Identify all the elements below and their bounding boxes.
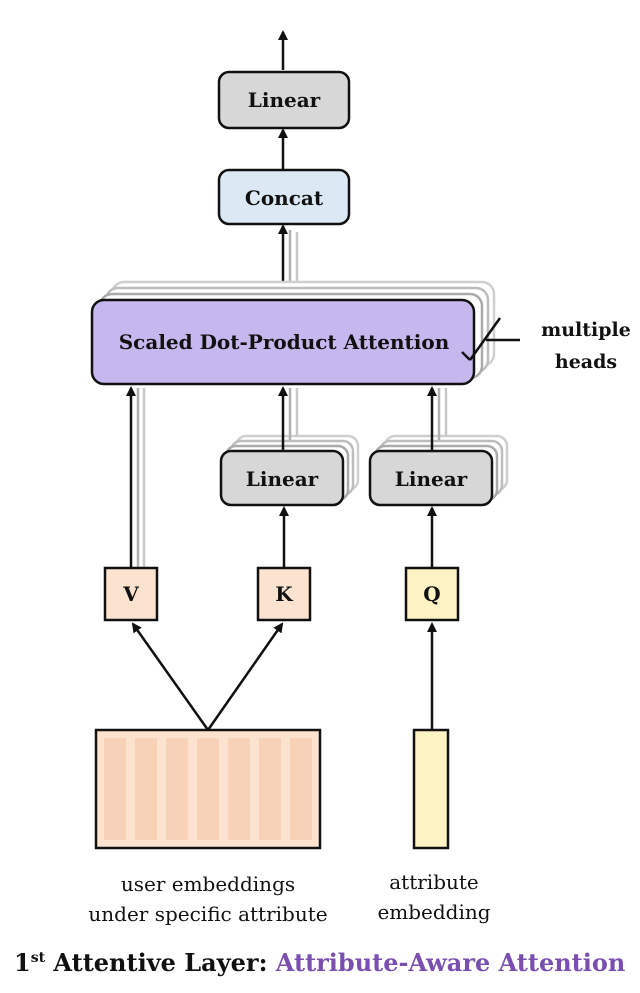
v-ghost-lines bbox=[136, 388, 146, 568]
linear-q-label: Linear bbox=[395, 467, 468, 491]
figure-caption: 1st Attentive Layer: Attribute-Aware Att… bbox=[14, 948, 634, 977]
attribute-embedding-caption-line1: attribute bbox=[389, 870, 479, 894]
caption-ordinal-suffix: st bbox=[30, 950, 46, 966]
attention-label: Scaled Dot-Product Attention bbox=[119, 330, 450, 354]
attribute-embedding-vector bbox=[412, 728, 450, 850]
k-label: K bbox=[275, 582, 293, 606]
v-label: V bbox=[122, 582, 139, 606]
user-to-k-arrow bbox=[206, 622, 284, 731]
user-embeddings-caption-line2: under specific attribute bbox=[88, 902, 327, 926]
q-label: Q bbox=[423, 582, 440, 606]
caption-highlight: Attribute-Aware Attention bbox=[275, 948, 626, 977]
concat-label: Concat bbox=[245, 186, 324, 210]
multiple-heads-line1: multiple bbox=[541, 319, 631, 341]
linear-top-label: Linear bbox=[248, 88, 321, 112]
concat-block: Concat bbox=[217, 168, 351, 226]
user-embeddings-matrix bbox=[94, 728, 322, 850]
q-ghost-lines bbox=[437, 388, 448, 440]
linear-top-block: Linear bbox=[217, 70, 351, 130]
v-box: V bbox=[103, 566, 159, 622]
caption-prefix: Attentive Layer: bbox=[45, 948, 276, 977]
linear-k-block: Linear bbox=[219, 449, 345, 507]
attention-block: Scaled Dot-Product Attention bbox=[90, 298, 476, 386]
user-to-v-arrow bbox=[131, 622, 210, 731]
caption-ordinal-number: 1 bbox=[14, 948, 31, 977]
q-box: Q bbox=[404, 566, 460, 622]
multiple-heads-line2: heads bbox=[555, 351, 617, 373]
linear-q-block: Linear bbox=[368, 449, 494, 507]
attribute-embedding-caption-line2: embedding bbox=[377, 900, 490, 924]
linear-k-label: Linear bbox=[246, 467, 319, 491]
k-box: K bbox=[256, 566, 312, 622]
k-ghost-lines bbox=[288, 388, 299, 440]
multiple-heads-marker bbox=[461, 317, 520, 361]
user-embeddings-caption-line1: user embeddings bbox=[121, 872, 295, 896]
